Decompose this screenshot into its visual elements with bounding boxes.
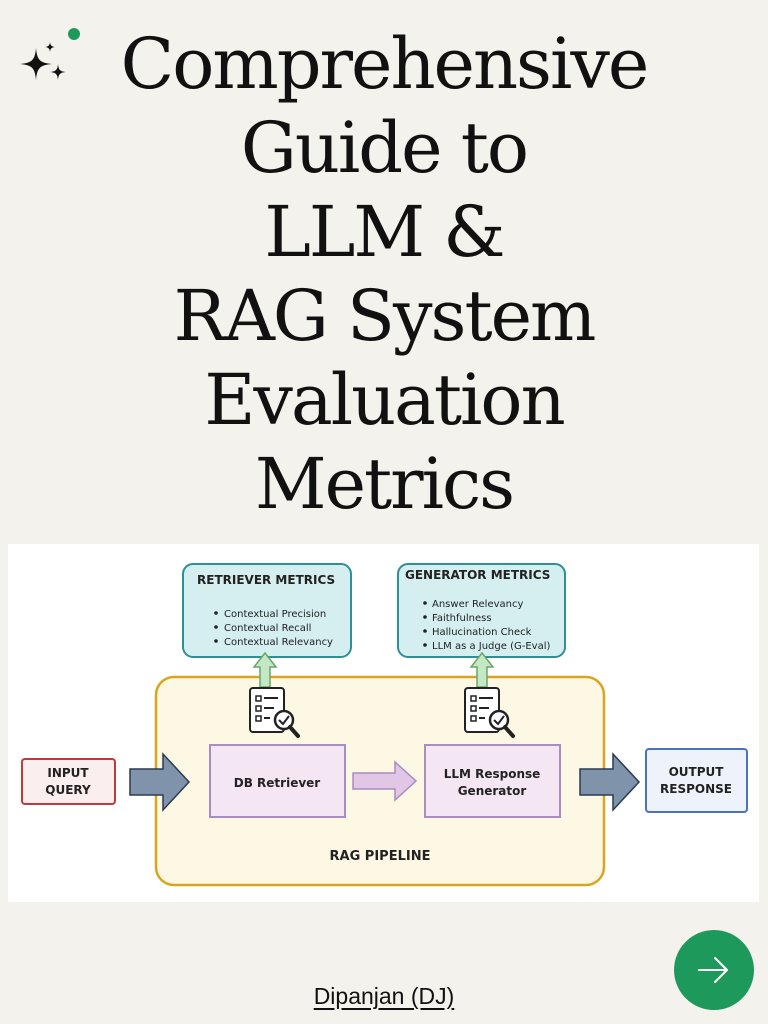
author-link[interactable]: Dipanjan (DJ) <box>313 983 455 1009</box>
llm-generator-label: LLM Response <box>444 767 541 781</box>
output-response-box <box>645 748 748 813</box>
title-line: Guide to <box>240 107 529 189</box>
db-retriever-label: DB Retriever <box>234 776 321 790</box>
output-response-label: RESPONSE <box>660 782 732 796</box>
db-retriever-box <box>209 744 346 818</box>
generator-metrics-heading: GENERATOR METRICS <box>405 568 550 582</box>
sparkle-icon <box>14 26 84 88</box>
flow-arrow <box>352 760 418 802</box>
next-button[interactable] <box>674 930 754 1010</box>
input-query-label: QUERY <box>45 783 91 797</box>
generator-metric-item: Hallucination Check <box>432 627 532 638</box>
title-line: LLM & <box>264 191 505 273</box>
generator-metric-item: Faithfulness <box>432 613 492 624</box>
up-arrow-retriever <box>252 651 278 688</box>
generator-metric-item: LLM as a Judge (G-Eval) <box>432 641 550 652</box>
title-line: Evaluation <box>204 359 565 441</box>
llm-generator-label: Generator <box>458 784 527 798</box>
llm-generator-box <box>424 744 561 818</box>
title-line: RAG System <box>173 275 597 357</box>
retriever-metrics-heading: RETRIEVER METRICS <box>197 573 335 587</box>
rag-pipeline-diagram: RAG PIPELINE RETRIEVER METRICS Contextua… <box>8 544 759 902</box>
title-line: Comprehensive <box>120 23 650 105</box>
generator-metric-item: Answer Relevancy <box>432 599 523 610</box>
input-query-label: INPUT <box>47 766 89 780</box>
input-query-box <box>21 758 116 805</box>
retriever-metric-item: Contextual Precision <box>224 609 326 620</box>
pipeline-label: RAG PIPELINE <box>330 849 431 864</box>
up-arrow-generator <box>469 651 495 688</box>
retriever-metric-item: Contextual Recall <box>224 623 311 634</box>
title-line: Metrics <box>254 443 515 525</box>
output-response-label: OUTPUT <box>669 765 725 779</box>
flow-arrow <box>129 752 191 812</box>
checklist-magnifier-icon <box>464 687 515 738</box>
flow-arrow <box>579 752 641 812</box>
arrow-right-icon <box>698 957 728 983</box>
page-title: Comprehensive Guide to LLM & RAG System … <box>40 22 728 526</box>
retriever-metric-item: Contextual Relevancy <box>224 637 333 648</box>
checklist-magnifier-icon <box>249 687 300 738</box>
